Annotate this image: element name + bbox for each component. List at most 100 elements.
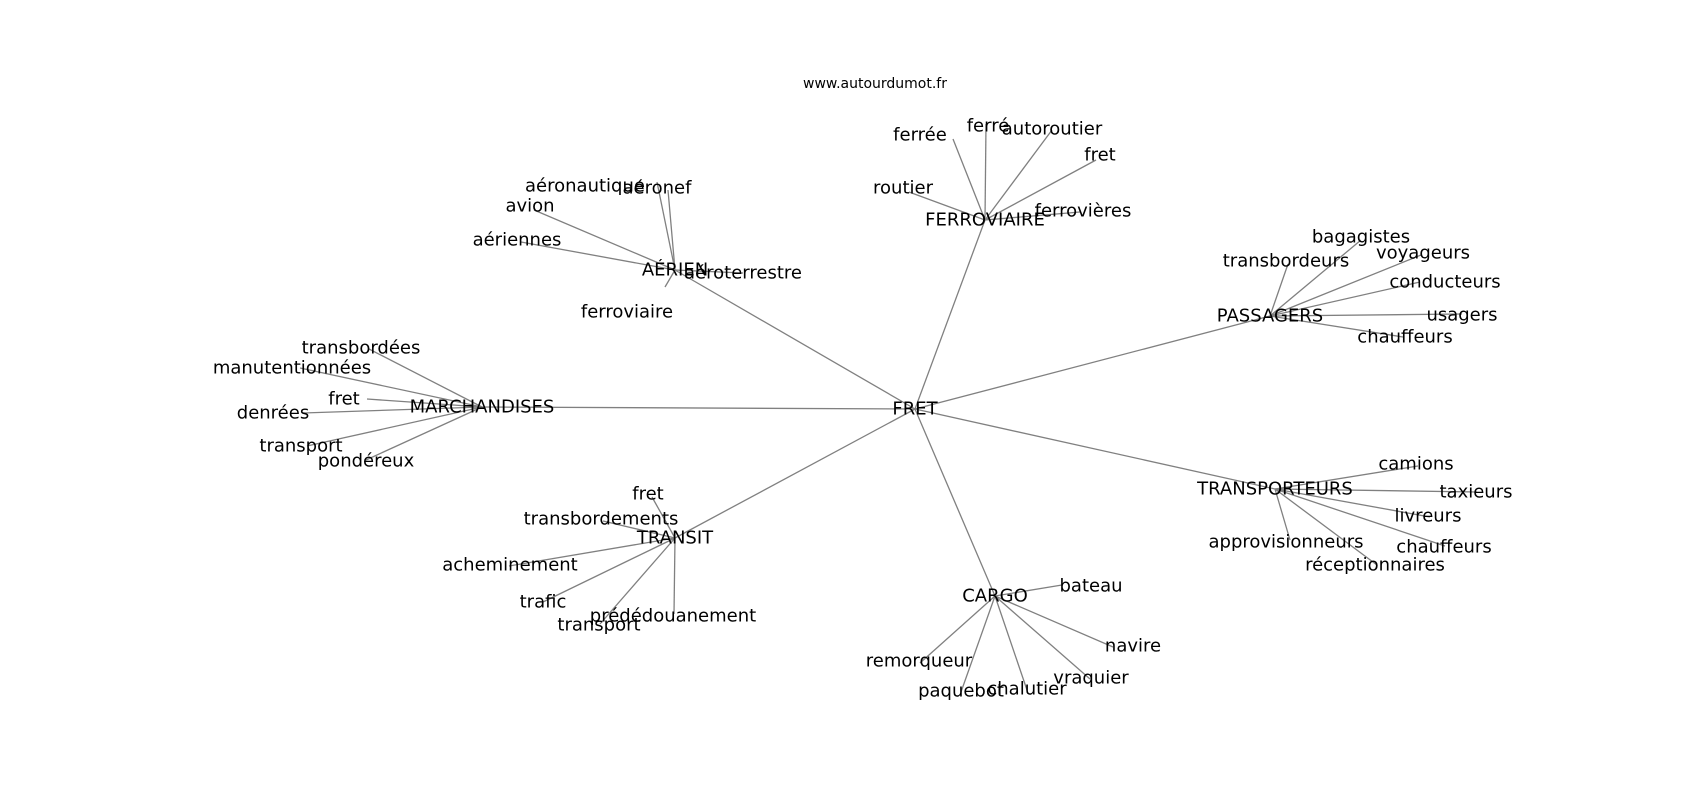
edge-hub-to-word	[656, 181, 676, 271]
word-node-label: trafic	[520, 592, 567, 613]
word-node-label: bateau	[1059, 576, 1122, 597]
edge-hub-to-word	[533, 209, 676, 271]
edge-hub-to-word	[674, 269, 744, 274]
word-node-label: transbordeurs	[1223, 251, 1349, 272]
edge-hub-to-word	[1269, 254, 1422, 317]
edge-hub-to-word	[599, 537, 676, 625]
word-node-label: chauffeurs	[1357, 327, 1452, 348]
hub-node-label: FERROVIAIRE	[925, 210, 1045, 231]
edge-hub-to-word	[994, 595, 1114, 648]
word-node-label: navire	[1105, 636, 1161, 657]
edge-hub-to-word	[984, 129, 1053, 221]
center-node-label: FRET	[892, 399, 938, 420]
word-node-label: fret	[1084, 145, 1115, 166]
edge-hub-to-word	[542, 537, 676, 603]
word-node-label: chalutier	[987, 679, 1067, 700]
edge-hub-to-word	[306, 406, 483, 447]
edge-hub-to-word	[994, 595, 1091, 680]
word-node-label: approvisionneurs	[1208, 532, 1363, 553]
edge-hub-to-word	[508, 537, 676, 567]
edge-hub-to-word	[1274, 488, 1378, 566]
edge-hub-to-word	[673, 537, 676, 615]
word-node-label: bagagistes	[1312, 227, 1410, 248]
word-node-label: fret	[632, 484, 663, 505]
edge-hub-to-word	[602, 520, 676, 539]
edge-hub-to-word	[1274, 488, 1291, 541]
word-node-label: transport	[557, 615, 640, 636]
hub-node-label: MARCHANDISES	[410, 397, 555, 418]
word-node-label: chauffeurs	[1396, 537, 1491, 558]
word-node-label: denrées	[237, 403, 309, 424]
hub-node-label: CARGO	[962, 586, 1028, 607]
word-node-label: fret	[328, 389, 359, 410]
edge-hub-to-word	[664, 269, 676, 288]
word-node-label: manutentionnées	[213, 358, 371, 379]
edge-hub-to-word	[667, 189, 676, 271]
edge-hub-to-word	[1274, 488, 1431, 518]
word-node-label: routier	[873, 178, 934, 199]
word-node-label: ferroviaire	[581, 302, 673, 323]
hub-node-label: TRANSPORTEURS	[1196, 479, 1353, 500]
word-node-label: ferré	[967, 116, 1010, 137]
edge-hub-to-word	[984, 159, 1097, 221]
word-node-label: pondéreux	[318, 451, 415, 472]
word-node-label: aéronautique	[525, 176, 645, 197]
edge-center-to-hub	[914, 219, 986, 410]
word-node-label: réceptionnaires	[1305, 555, 1445, 576]
word-node-label: transbordements	[524, 509, 679, 530]
edge-hub-to-word	[1274, 488, 1446, 547]
word-node-label: autoroutier	[1002, 119, 1103, 140]
edge-hub-to-word	[365, 406, 483, 461]
word-node-label: aéronef	[623, 178, 693, 199]
edge-hub-to-word	[366, 398, 483, 408]
edge-hub-to-word	[651, 496, 676, 539]
edge-hub-to-word	[302, 406, 483, 414]
hub-node-label: PASSAGERS	[1217, 306, 1323, 327]
edge-center-to-hub	[914, 408, 1276, 490]
edge-hub-to-word	[994, 584, 1063, 597]
edge-hub-to-word	[994, 595, 1028, 691]
word-node-label: conducteurs	[1389, 272, 1500, 293]
graph-edges	[299, 123, 1478, 693]
hub-node-label: TRANSIT	[636, 528, 714, 549]
edge-hub-to-word	[1269, 313, 1463, 317]
edge-hub-to-word	[908, 191, 986, 221]
edge-center-to-hub	[481, 406, 916, 410]
edge-center-to-hub	[914, 315, 1271, 410]
edge-hub-to-word	[919, 595, 996, 664]
edge-hub-to-word	[368, 348, 483, 408]
word-node-label: ferrovières	[1035, 201, 1132, 222]
word-node-label: camions	[1378, 454, 1453, 475]
word-node-label: aéroterrestre	[684, 263, 802, 284]
word-node-label: acheminement	[442, 555, 578, 576]
edge-hub-to-word	[1269, 239, 1362, 317]
edge-hub-to-word	[1274, 488, 1478, 493]
word-node-label: transport	[259, 436, 342, 457]
edge-center-to-hub	[914, 408, 996, 597]
word-node-label: transbordées	[302, 338, 421, 359]
hub-node-label: AÉRIEN	[642, 259, 708, 281]
watermark: www.autourdumot.fr	[803, 76, 947, 92]
edge-hub-to-word	[299, 367, 483, 408]
word-node-label: voyageurs	[1376, 243, 1470, 264]
edge-hub-to-word	[1269, 315, 1404, 338]
edge-hub-to-word	[1269, 281, 1421, 317]
edge-hub-to-word	[960, 595, 996, 693]
edge-hub-to-word	[984, 123, 987, 221]
edge-hub-to-word	[1269, 263, 1289, 317]
word-node-label: ferrée	[893, 125, 947, 146]
edge-hub-to-word	[952, 138, 986, 221]
word-node-label: paquebot	[918, 681, 1004, 702]
edge-center-to-hub	[674, 408, 916, 539]
word-node-label: livreurs	[1395, 506, 1462, 527]
word-node-label: avion	[505, 196, 554, 217]
word-node-label: taxieurs	[1439, 482, 1512, 503]
edge-hub-to-word	[520, 241, 676, 271]
word-node-label: prédédouanement	[590, 606, 756, 627]
edge-center-to-hub	[674, 269, 916, 410]
word-node-label: usagers	[1426, 305, 1497, 326]
word-node-label: remorqueur	[866, 651, 973, 672]
word-node-label: aériennes	[473, 230, 562, 251]
edge-hub-to-word	[984, 211, 1081, 221]
